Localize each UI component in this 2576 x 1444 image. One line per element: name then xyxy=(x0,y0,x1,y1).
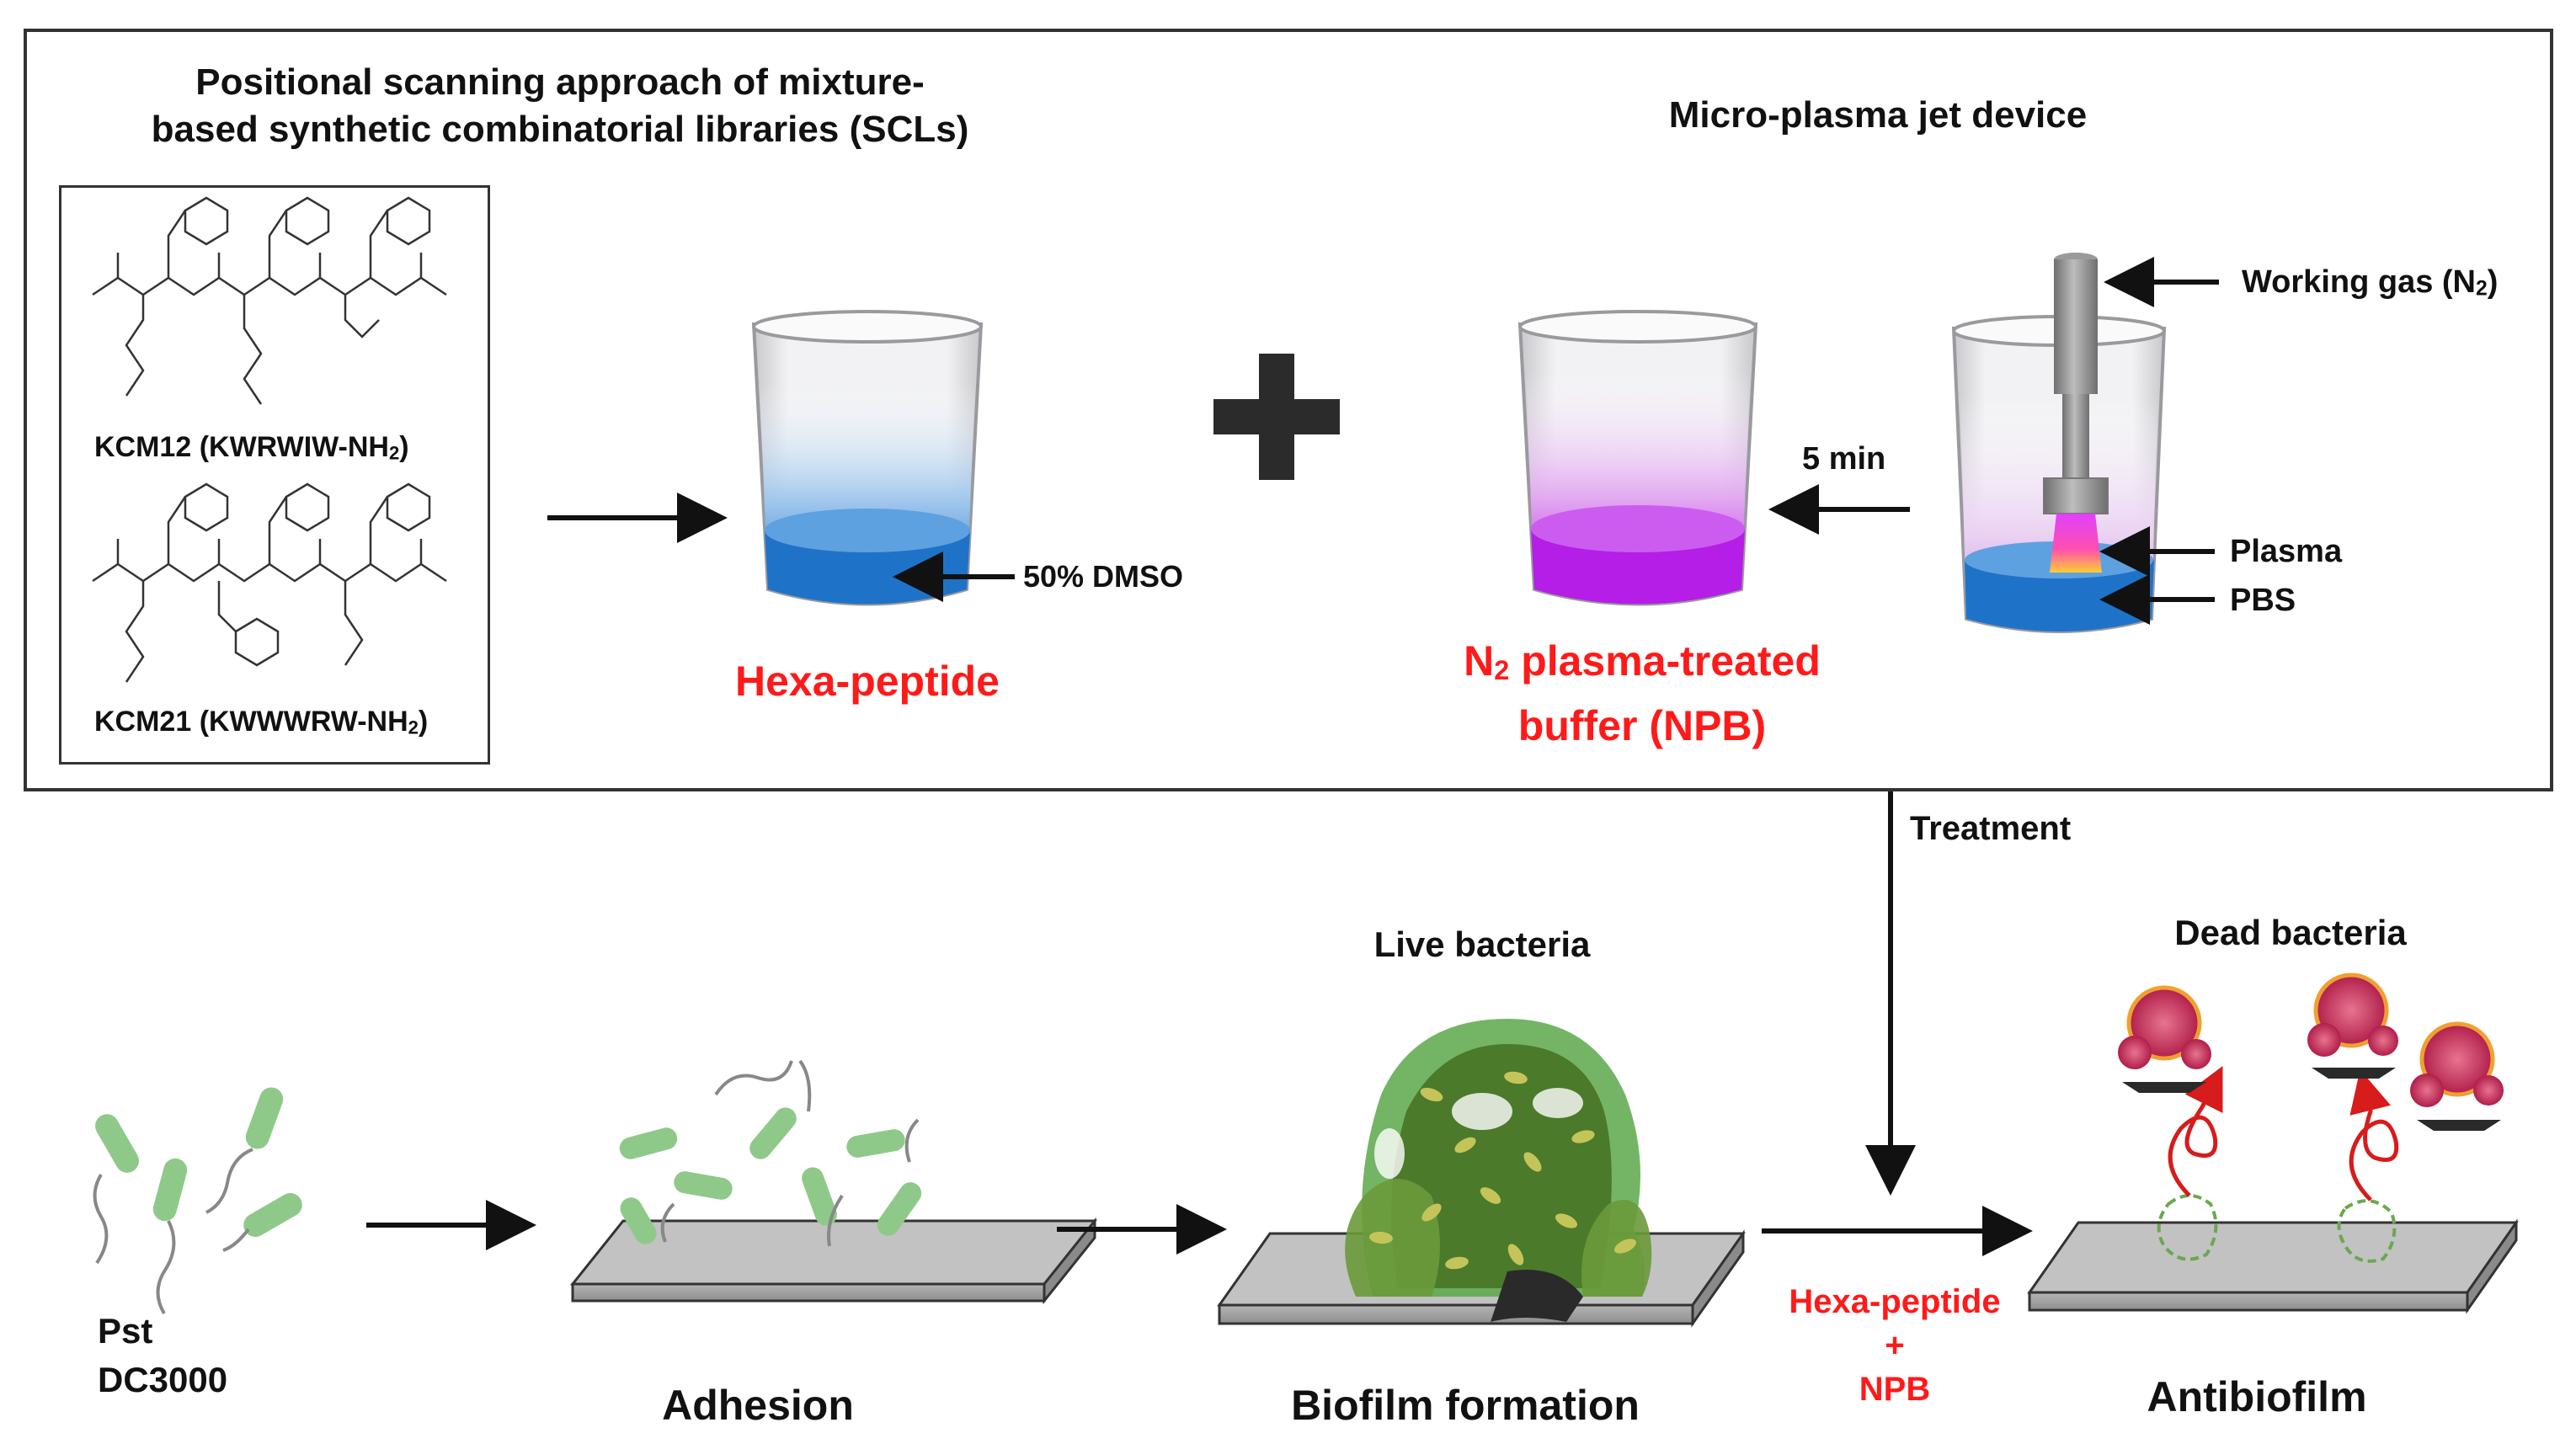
library-title-line2: based synthetic combinatorial libraries … xyxy=(151,109,969,150)
hexa-peptide-label: Hexa-peptide xyxy=(735,658,1000,705)
npb-label-line1: N2 plasma-treated xyxy=(1464,637,1821,685)
adhesion-plate xyxy=(569,1217,1098,1305)
combination-label-plus: + xyxy=(1885,1327,1905,1364)
pst-label: Pst DC3000 xyxy=(98,1307,227,1404)
dead-bacteria-label: Dead bacteria xyxy=(2174,913,2407,952)
pbs-label: PBS xyxy=(2230,583,2296,618)
kcm21-label: KCM21 (KWWWRW-NH2) xyxy=(94,706,429,738)
library-title: Positional scanning approach of mixture-… xyxy=(76,59,1044,153)
time-label: 5 min xyxy=(1802,441,1886,477)
release-arrows xyxy=(2168,1066,2399,1202)
antibiofilm-plate xyxy=(2027,1218,2519,1314)
upper-panel-frame xyxy=(24,29,2553,791)
combination-label: Hexa-peptide + NPB xyxy=(1735,1280,2055,1411)
npb-label-line2: buffer (NPB) xyxy=(1517,701,1767,749)
plus-icon xyxy=(1213,354,1340,480)
npb-beaker xyxy=(1517,310,1758,606)
biofilm-formation-label: Biofilm formation xyxy=(1291,1382,1640,1429)
removed-biofilm-outlines xyxy=(2157,1194,2397,1263)
adhered-bacteria xyxy=(619,1059,922,1247)
pst-label-line1: Pst xyxy=(98,1311,153,1351)
live-bacteria-label: Live bacteria xyxy=(1373,924,1591,964)
npb-label: N2 plasma-treated buffer (NPB) xyxy=(1381,633,1903,754)
adhesion-label: Adhesion xyxy=(662,1382,854,1429)
biofilm-mass xyxy=(1345,1019,1652,1322)
kcm21-structure xyxy=(92,482,447,683)
combination-label-top: Hexa-peptide xyxy=(1789,1283,2001,1320)
free-bacteria xyxy=(93,1087,302,1315)
working-gas-label: Working gas (N2) xyxy=(2242,264,2499,301)
treatment-label: Treatment xyxy=(1910,810,2072,847)
plasma-label: Plasma xyxy=(2230,534,2343,569)
peptide-structures-box xyxy=(59,185,490,765)
combination-label-bottom: NPB xyxy=(1859,1371,1931,1408)
device-title: Micro-plasma jet device xyxy=(1668,94,2088,136)
kcm12-structure xyxy=(92,196,447,405)
dmso-label: 50% DMSO xyxy=(1023,559,1184,594)
antibiofilm-label: Antibiofilm xyxy=(2147,1373,2367,1420)
plasma-jet-nozzle xyxy=(2043,253,2109,573)
hexa-peptide-beaker xyxy=(751,310,984,606)
library-title-line1: Positional scanning approach of mixture- xyxy=(195,61,925,103)
kcm12-label: KCM12 (KWRWIW-NH2) xyxy=(94,431,409,464)
pst-label-line2: DC3000 xyxy=(98,1360,228,1399)
dead-bacteria-clusters xyxy=(2118,972,2504,1131)
